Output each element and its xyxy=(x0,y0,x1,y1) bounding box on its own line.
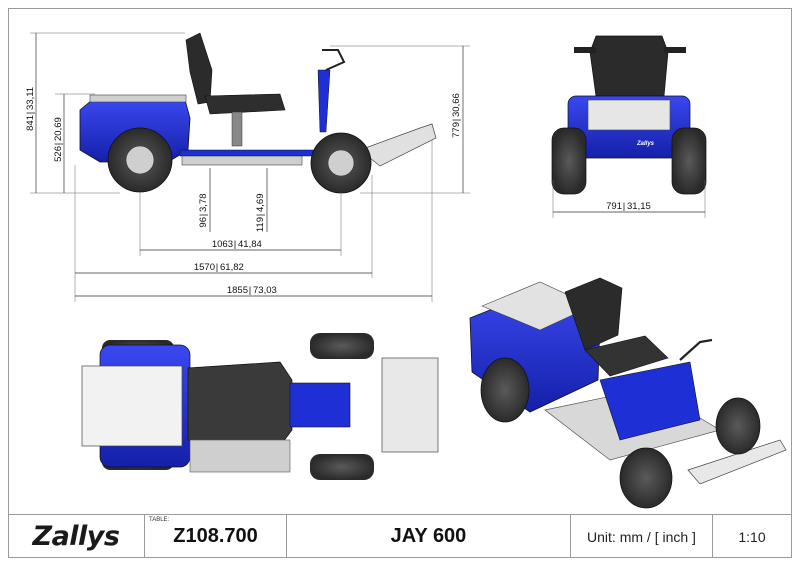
dim-handle-height-mm: 779 xyxy=(451,122,462,138)
iso-steering xyxy=(679,338,713,361)
dim-handle-height-inch: 30,66 xyxy=(451,93,462,117)
svg-text:|: | xyxy=(198,214,209,216)
dim-length-body-mm: 1570 xyxy=(194,262,215,273)
top-view xyxy=(81,333,439,480)
svg-text:|: | xyxy=(623,201,625,212)
table-label: TABLE: xyxy=(149,517,170,523)
iso-front-wheel-left xyxy=(619,447,673,509)
top-tray xyxy=(81,365,183,447)
drawing-sheet-border xyxy=(8,8,792,558)
svg-text:|: | xyxy=(216,262,218,273)
side-view-dimensions: 841 | 33,11 526 | 20,69 779 | 30,66 96 |… xyxy=(25,32,470,302)
top-front-plow xyxy=(381,357,439,453)
dim-length-overall-mm: 1855 xyxy=(227,285,248,296)
top-frame xyxy=(289,382,351,428)
scale-cell: 1:10 xyxy=(712,515,791,558)
model-name: JAY 600 xyxy=(390,525,467,547)
side-top-tray xyxy=(89,94,187,103)
iso-seat xyxy=(584,335,669,377)
front-badge: Zallys xyxy=(636,141,655,147)
brand-cell: Zallys xyxy=(8,515,144,558)
front-handle-right xyxy=(664,47,686,53)
front-view: Zallys xyxy=(551,35,707,195)
dim-body-height-mm: 526 xyxy=(53,146,64,162)
code-cell: TABLE: Z108.700 xyxy=(144,515,286,558)
svg-text:|: | xyxy=(234,239,236,250)
iso-frame xyxy=(599,361,701,441)
front-seat-back xyxy=(589,35,669,97)
side-seat-cushion xyxy=(204,93,286,115)
dim-length-body-inch: 61,82 xyxy=(220,262,244,273)
dim-overall-height-mm: 841 xyxy=(25,115,36,131)
front-panel xyxy=(587,99,671,131)
dim-width-mm: 791 xyxy=(606,201,622,212)
side-front-plow xyxy=(359,123,437,167)
dim-clearance-front-inch: 3,78 xyxy=(198,194,209,213)
dim-clearance-rear-inch: 4,69 xyxy=(255,194,266,213)
side-seat-post xyxy=(231,111,243,147)
brand-logo: Zallys xyxy=(32,521,120,552)
unit-label: Unit: mm / [ inch ] xyxy=(587,528,696,545)
technical-drawing: 841 | 33,11 526 | 20,69 779 | 30,66 96 |… xyxy=(25,32,787,509)
dim-width-inch: 31,15 xyxy=(627,201,651,212)
dim-wheelbase-inch: 41,84 xyxy=(238,239,262,250)
side-chassis-plate xyxy=(181,154,303,166)
side-steering-column xyxy=(317,69,331,133)
front-handle-left xyxy=(574,47,596,53)
front-right-wheel xyxy=(671,127,707,195)
top-seat xyxy=(187,361,293,447)
dim-overall-height-inch: 33,11 xyxy=(25,87,36,110)
scale-label: 1:10 xyxy=(738,528,766,545)
svg-text:|: | xyxy=(25,112,36,114)
top-front-tyre-left xyxy=(310,333,374,359)
side-seat-back xyxy=(185,32,213,105)
front-view-dimensions: 791 | 31,15 xyxy=(552,180,706,218)
dim-clearance-front-mm: 96 xyxy=(198,217,209,228)
side-view xyxy=(79,32,437,194)
top-floor-plate xyxy=(189,439,291,473)
side-rear-rim xyxy=(125,145,155,175)
dim-length-overall-inch: 73,03 xyxy=(253,285,277,296)
iso-front-wheel-right xyxy=(715,397,761,455)
side-front-rim xyxy=(327,149,355,177)
iso-seat-back xyxy=(564,277,623,351)
isometric-view xyxy=(469,277,787,509)
unit-cell: Unit: mm / [ inch ] xyxy=(570,515,712,558)
model-cell: JAY 600 xyxy=(286,515,570,558)
title-block: Zallys TABLE: Z108.700 JAY 600 Unit: mm … xyxy=(8,514,792,558)
top-front-tyre-right xyxy=(310,454,374,480)
front-left-wheel xyxy=(551,127,587,195)
svg-text:|: | xyxy=(53,143,64,145)
dim-body-height-inch: 20,69 xyxy=(53,117,64,141)
svg-text:|: | xyxy=(451,119,462,121)
dim-clearance-rear-mm: 119 xyxy=(255,217,266,232)
side-handlebar xyxy=(322,49,346,71)
svg-text:|: | xyxy=(249,285,251,296)
dim-wheelbase-mm: 1063 xyxy=(212,239,233,250)
svg-text:|: | xyxy=(255,214,266,216)
drawing-code: Z108.700 xyxy=(173,525,258,547)
iso-rear-wheel xyxy=(480,357,530,423)
